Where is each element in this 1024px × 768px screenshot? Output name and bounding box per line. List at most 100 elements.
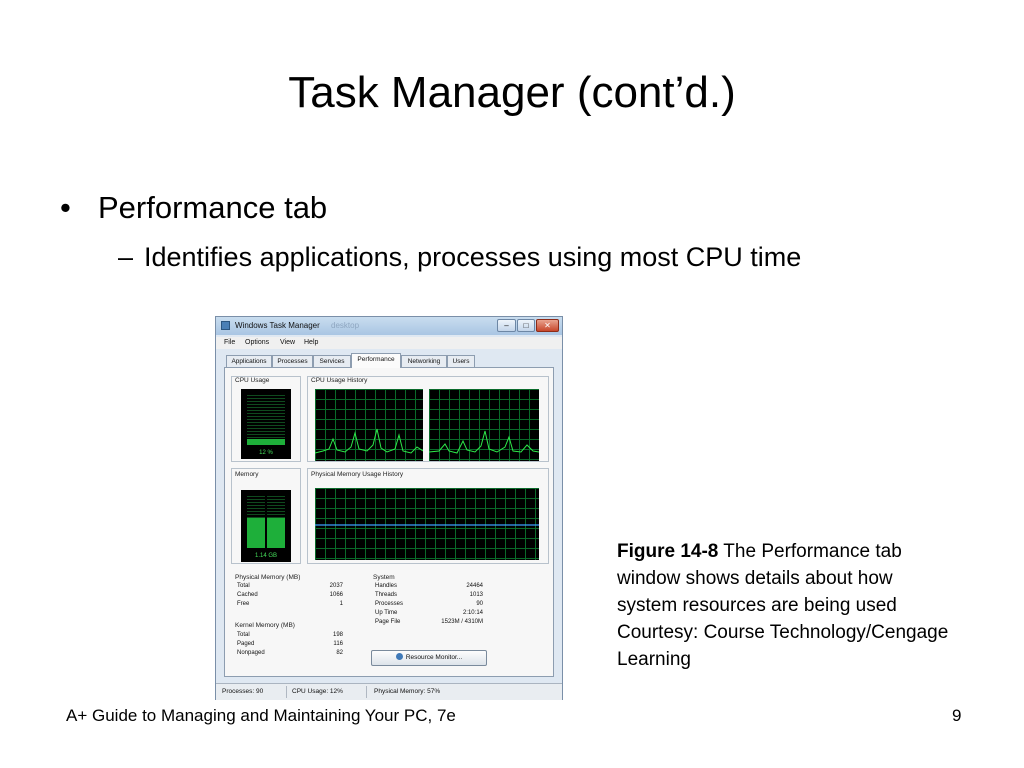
- footer-book-title: A+ Guide to Managing and Maintaining You…: [66, 706, 456, 725]
- sub-bullet-text: Identifies applications, processes using…: [144, 242, 802, 272]
- stat-key: Paged: [237, 641, 255, 647]
- stat-value: 90: [476, 601, 483, 607]
- stat-row: Total 2037: [237, 583, 343, 592]
- memory-history-label: Physical Memory Usage History: [311, 471, 404, 478]
- memory-history-group: [307, 468, 549, 564]
- task-manager-icon: [221, 321, 230, 330]
- status-cpu-usage: CPU Usage: 12%: [292, 688, 343, 695]
- menu-help[interactable]: Help: [304, 339, 319, 346]
- maximize-icon: □: [523, 321, 529, 330]
- title-ghost-text: desktop: [331, 321, 360, 330]
- tab-applications[interactable]: Applications: [226, 355, 272, 367]
- resource-monitor-icon: [395, 653, 403, 660]
- figure-courtesy: Courtesy: Course Technology/Cengage Lear…: [617, 622, 949, 670]
- cpu-gauge-fill: [247, 439, 285, 445]
- tab-strip: Applications Processes Services Performa…: [224, 353, 554, 368]
- memory-usage-value: 1.14 GB: [254, 553, 277, 559]
- stat-row: Processes 90: [375, 601, 483, 610]
- cpu-gauge-segments: [247, 395, 285, 445]
- system-title: System: [373, 574, 395, 581]
- minimize-button[interactable]: –: [497, 319, 516, 332]
- cpu-usage-value: 12 %: [259, 450, 273, 456]
- status-separator: [366, 686, 367, 698]
- resource-monitor-label: Resource Monitor...: [405, 654, 463, 661]
- bullet-performance-tab: • Performance tab: [60, 190, 327, 226]
- stat-value: 198: [332, 632, 343, 638]
- memory-history-line: [315, 524, 539, 526]
- status-separator: [286, 686, 287, 698]
- tab-performance[interactable]: Performance: [351, 353, 401, 368]
- system-stats: Handles 24464 Threads 1013 Processes 90 Up …: [375, 583, 483, 631]
- figure-label: Figure 14-8: [617, 541, 719, 562]
- stat-row: Nonpaged 82: [237, 650, 343, 659]
- stat-value: 2:10:14: [462, 610, 483, 616]
- tab-networking[interactable]: Networking: [401, 355, 447, 367]
- stat-row: Cached 1066: [237, 592, 343, 601]
- bullet-symbol: •: [60, 190, 71, 225]
- figure-caption: Figure 14-8 The Performance tab window s…: [617, 538, 957, 673]
- stat-value: 2037: [329, 583, 343, 589]
- minimize-icon: –: [504, 321, 509, 330]
- stat-key: Total: [237, 583, 250, 589]
- stat-row: Total 198: [237, 632, 343, 641]
- stat-value: 116: [333, 641, 343, 647]
- stat-key: Threads: [375, 592, 398, 598]
- memory-gauge: 1.14 GB: [241, 490, 291, 562]
- stat-key: Processes: [375, 601, 404, 607]
- stat-key: Nonpaged: [237, 650, 265, 656]
- cpu-usage-label: CPU Usage: [235, 377, 270, 384]
- stat-value: 1523M / 4310M: [441, 619, 483, 625]
- status-bar: Processes: 90 CPU Usage: 12% Physical Me…: [216, 683, 562, 700]
- cpu-history-line-core2: [429, 430, 539, 454]
- performance-panel: CPU Usage 12 % CPU Usage History Memory …: [224, 367, 554, 677]
- stat-value: 82: [336, 650, 343, 656]
- stat-key: Handles: [375, 583, 398, 589]
- status-processes: Processes: 90: [222, 688, 264, 695]
- memory-group: [231, 468, 301, 564]
- cpu-usage-group: [231, 376, 301, 462]
- memory-gauge-divider: [265, 496, 267, 548]
- stat-row: Paged 116: [237, 641, 343, 650]
- cpu-history-line-core1: [315, 428, 423, 454]
- maximize-button[interactable]: □: [517, 319, 535, 332]
- stat-key: Page File: [375, 619, 401, 625]
- stat-key: Cached: [237, 592, 258, 598]
- kernel-memory-title: Kernel Memory (MB): [235, 622, 295, 629]
- title-bar[interactable]: Windows Task Manager desktop – □ ✕: [216, 317, 562, 335]
- cpu-history-group: [307, 376, 549, 462]
- status-physical-memory: Physical Memory: 57%: [374, 688, 441, 695]
- page-number: 9: [952, 706, 962, 725]
- stat-row: Threads 1013: [375, 592, 483, 601]
- stat-value: 1013: [469, 592, 483, 598]
- close-button[interactable]: ✕: [536, 319, 559, 332]
- cpu-history-graph-core1: [315, 389, 423, 461]
- task-manager-window: Windows Task Manager desktop – □ ✕ File …: [215, 316, 563, 700]
- memory-history-graph: [315, 488, 539, 560]
- memory-label: Memory: [235, 471, 259, 478]
- stat-row: Page File 1523M / 4310M: [375, 619, 483, 628]
- tab-users[interactable]: Users: [447, 355, 475, 367]
- sub-bullet: –Identifies applications, processes usin…: [118, 242, 801, 273]
- cpu-history-label: CPU Usage History: [311, 377, 368, 384]
- stat-key: Total: [237, 632, 250, 638]
- kernel-memory-stats: Total 198 Paged 116 Nonpaged 82: [237, 632, 343, 662]
- stat-key: Free: [237, 601, 250, 607]
- menu-file[interactable]: File: [224, 339, 236, 346]
- cpu-history-graph-core2: [429, 389, 539, 461]
- tab-processes[interactable]: Processes: [272, 355, 313, 367]
- resource-monitor-button[interactable]: Resource Monitor...: [371, 650, 487, 666]
- menu-options[interactable]: Options: [245, 339, 270, 346]
- window-title: Windows Task Manager: [235, 321, 320, 330]
- dash-symbol: –: [118, 242, 134, 272]
- menu-bar: File Options View Help: [216, 337, 562, 349]
- bullet-text: Performance tab: [98, 190, 328, 225]
- tab-services[interactable]: Services: [313, 355, 351, 367]
- stat-value: 1066: [329, 592, 343, 598]
- stat-row: Handles 24464: [375, 583, 483, 592]
- stat-value: 24464: [466, 583, 483, 589]
- close-icon: ✕: [544, 321, 551, 330]
- menu-view[interactable]: View: [280, 339, 296, 346]
